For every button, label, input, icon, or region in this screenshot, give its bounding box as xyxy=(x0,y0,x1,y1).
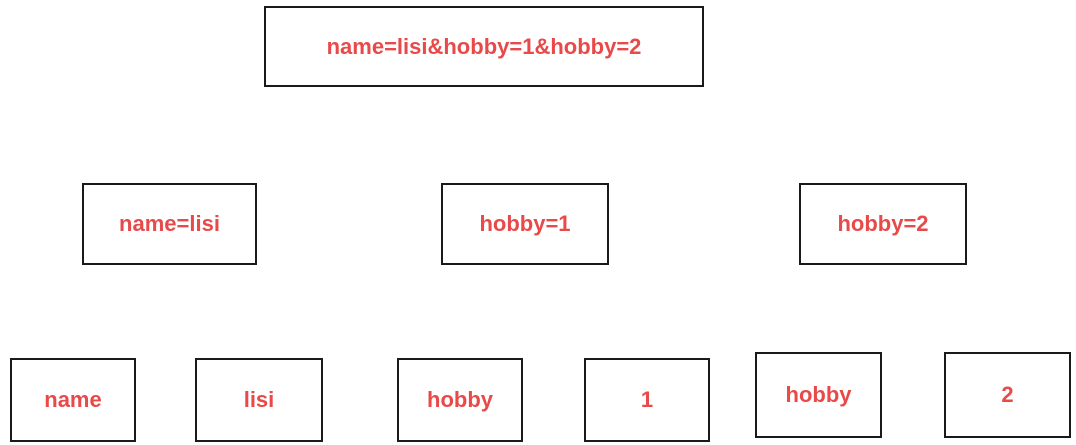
pair-label: hobby=2 xyxy=(837,211,929,236)
value-box-lisi: lisi xyxy=(195,358,323,442)
key-box-hobby-1: hobby xyxy=(397,358,523,442)
key-box-name: name xyxy=(10,358,136,442)
part-label: 2 xyxy=(1001,382,1014,407)
query-string-box: name=lisi&hobby=1&hobby=2 xyxy=(264,6,704,87)
query-string-label: name=lisi&hobby=1&hobby=2 xyxy=(326,33,642,59)
pair-box-name: name=lisi xyxy=(82,183,257,265)
part-label: hobby xyxy=(785,382,852,407)
pair-box-hobby-1: hobby=1 xyxy=(441,183,609,265)
value-box-2: 2 xyxy=(944,352,1071,438)
part-label: name xyxy=(44,387,102,412)
part-label: lisi xyxy=(243,387,275,412)
pair-box-hobby-2: hobby=2 xyxy=(799,183,967,265)
key-box-hobby-2: hobby xyxy=(755,352,882,438)
part-label: 1 xyxy=(640,387,654,412)
value-box-1: 1 xyxy=(584,358,710,442)
pair-label: name=lisi xyxy=(119,211,220,236)
pair-label: hobby=1 xyxy=(479,211,571,236)
part-label: hobby xyxy=(427,387,493,412)
